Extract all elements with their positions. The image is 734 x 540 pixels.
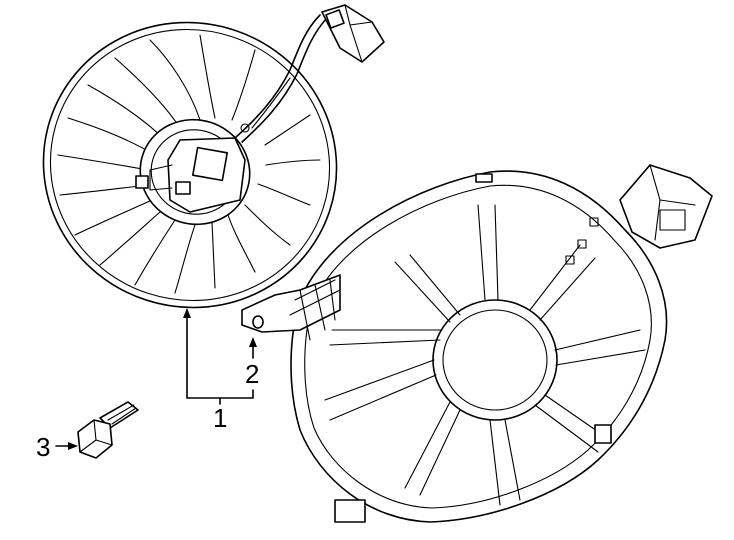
fan-inner-ring [49, 28, 331, 302]
shroud-mount-bracket [241, 274, 341, 341]
callout-2: 2 [245, 359, 259, 389]
fan-shroud [241, 164, 713, 523]
wire-harness [234, 14, 321, 139]
shroud-connector-block [619, 164, 713, 249]
callout-1: 1 [213, 403, 227, 433]
fan-outer-ring [42, 21, 338, 309]
wire-connector [321, 4, 385, 63]
callout-3: 3 [36, 432, 50, 462]
top-tab [475, 173, 493, 183]
shroud-motor-ring [432, 299, 558, 421]
shroud-spokes [324, 204, 646, 506]
bolt [77, 401, 139, 459]
arrow-head-2 [249, 337, 257, 347]
arrow-head-1 [183, 308, 191, 318]
fan-assembly [42, 4, 385, 309]
mount-hole [252, 315, 264, 329]
arrow-head-3 [68, 442, 78, 450]
bottom-tab-right [594, 424, 612, 444]
leader-lines [55, 308, 257, 450]
bottom-tab-left [334, 499, 366, 523]
